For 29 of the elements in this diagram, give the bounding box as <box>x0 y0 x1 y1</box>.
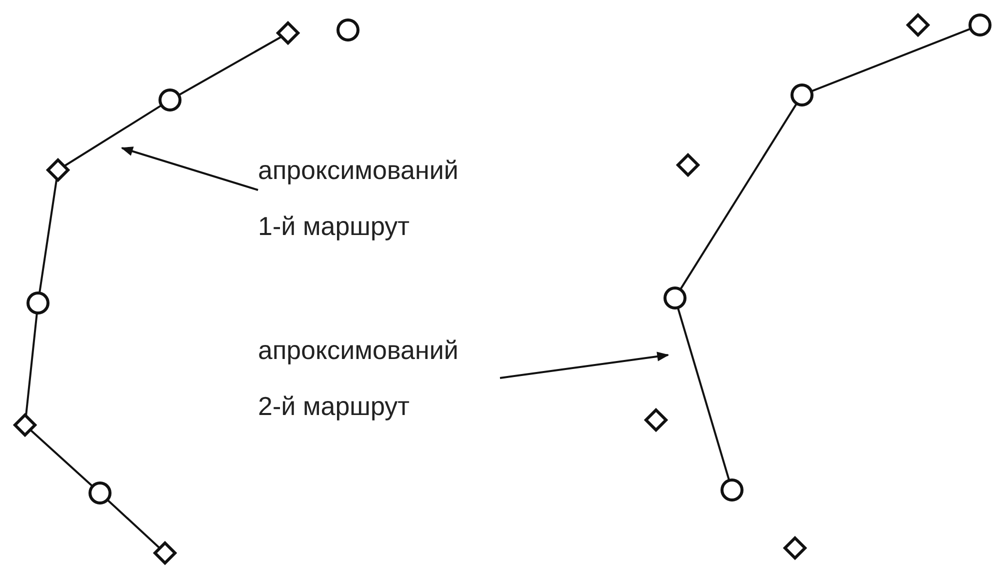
waypoint-circle <box>789 82 815 108</box>
route-line <box>680 104 798 290</box>
leader-arrow <box>500 352 670 379</box>
route-line <box>179 36 282 96</box>
waypoint-diamond <box>674 151 702 179</box>
waypoint-diamond <box>11 411 39 439</box>
route-line <box>30 430 93 486</box>
route-line <box>38 179 58 292</box>
route-line <box>677 308 730 480</box>
waypoint-circle <box>335 17 361 43</box>
leader-arrow <box>120 146 258 191</box>
route-label: апроксимований 1-й маршрут <box>258 142 470 254</box>
waypoint-circle <box>25 290 51 316</box>
waypoint-circle <box>157 87 183 113</box>
waypoint-circle <box>967 12 993 38</box>
route-line <box>812 28 970 92</box>
waypoint-diamond <box>151 539 179 567</box>
waypoint-diamond <box>274 19 302 47</box>
waypoint-circle <box>662 285 688 311</box>
route-label: апроксимований 2-й маршрут <box>258 322 470 434</box>
route-line <box>64 104 162 167</box>
waypoint-diamond <box>44 156 72 184</box>
route-line <box>107 500 160 548</box>
waypoint-diamond <box>904 11 932 39</box>
waypoint-circle <box>87 480 113 506</box>
waypoint-diamond <box>781 534 809 562</box>
waypoint-diamond <box>642 406 670 434</box>
waypoint-circle <box>719 477 745 503</box>
route-line <box>25 314 38 416</box>
